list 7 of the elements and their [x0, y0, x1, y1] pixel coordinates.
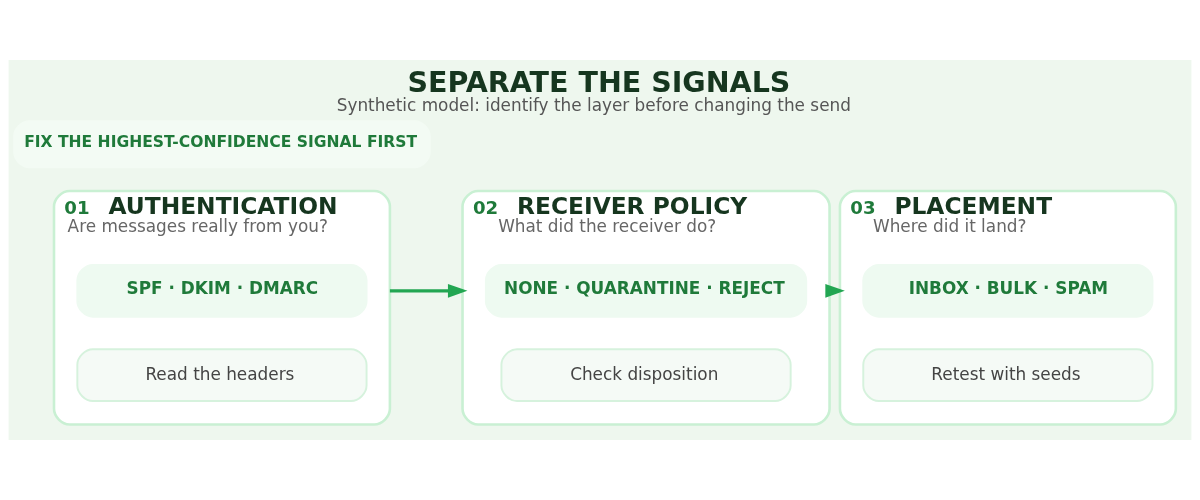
caption: Synthetic model: identify the layer before changing the send [336, 95, 851, 116]
arrow [825, 284, 845, 298]
node-box: Check disposition [500, 348, 792, 403]
node-box: Read the headers [76, 348, 368, 403]
label: FIX THE HIGHEST-CONFIDENCE SIGNAL FIRST [24, 133, 418, 152]
arrow [389, 284, 468, 298]
node-box: Retest with seeds [862, 348, 1154, 403]
